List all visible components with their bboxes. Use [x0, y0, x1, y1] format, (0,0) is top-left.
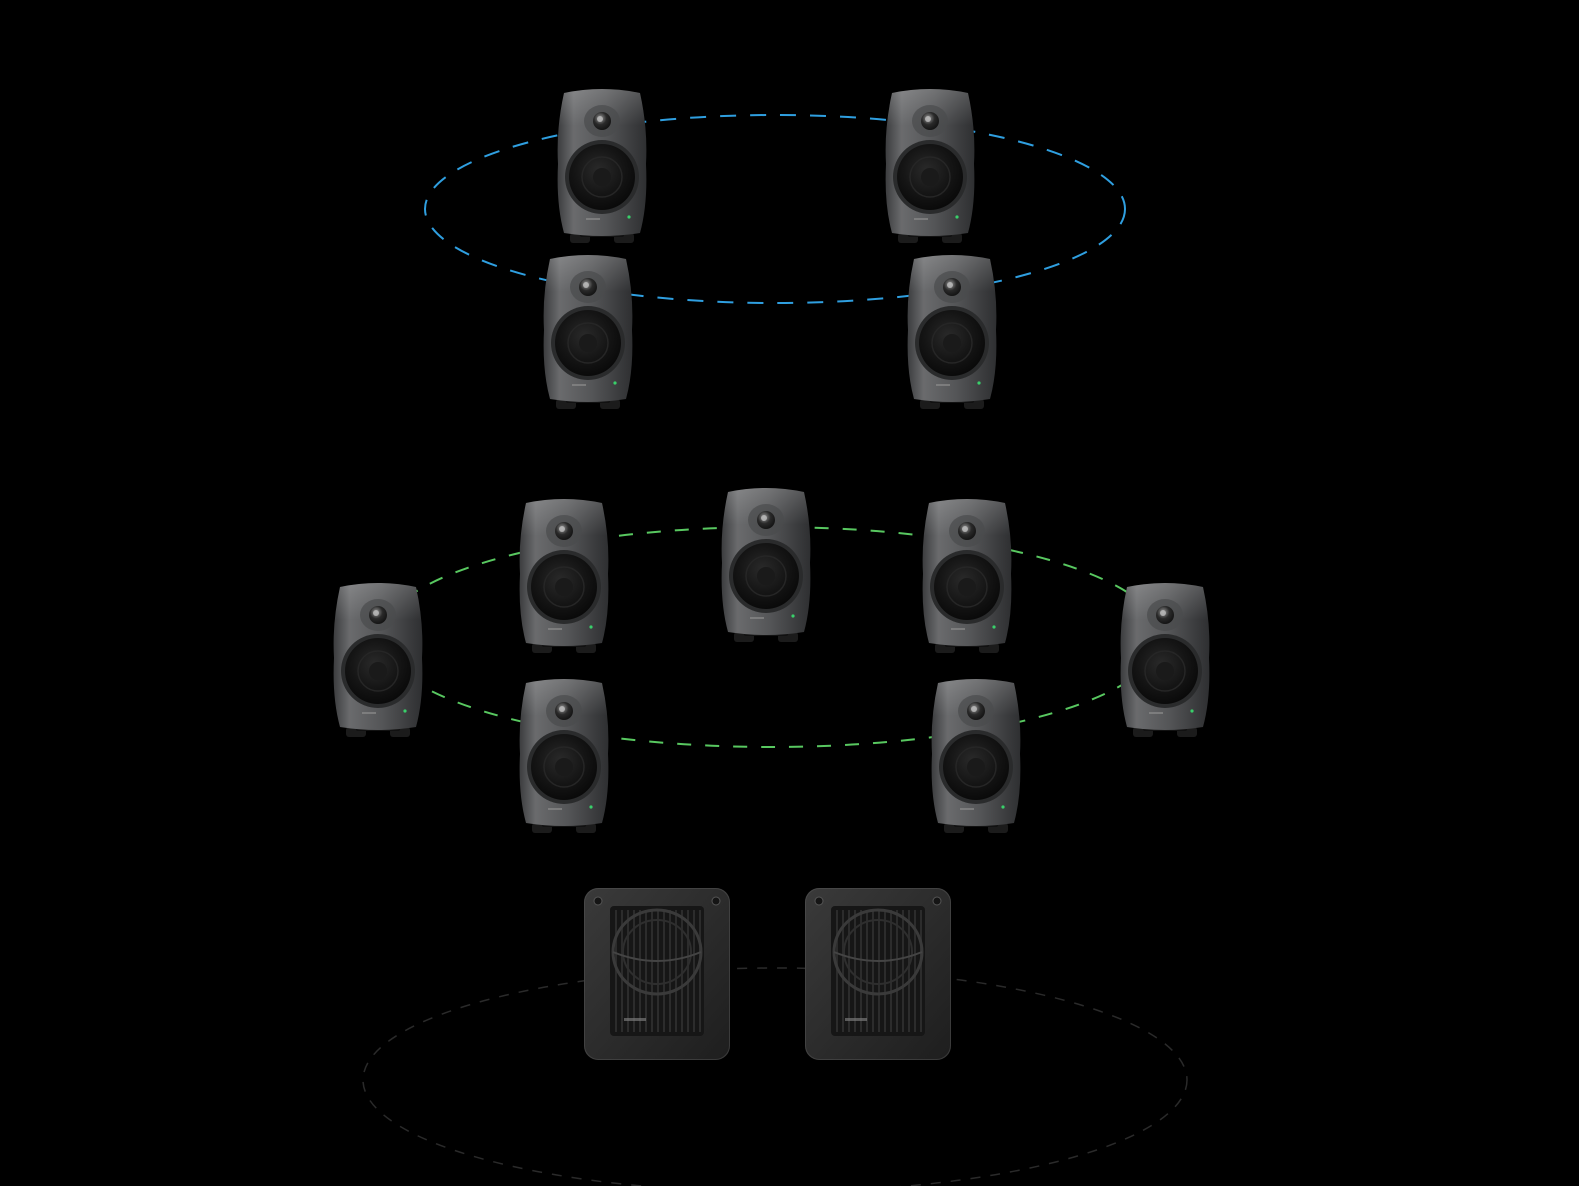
subwoofer-right	[803, 886, 953, 1062]
ear-speaker-rear-left	[518, 678, 610, 834]
ear-speaker-center	[720, 487, 812, 643]
ear-speaker-front-left	[518, 498, 610, 654]
height-layer-ring	[424, 114, 1126, 304]
height-speaker-front-left	[556, 88, 648, 244]
height-speaker-front-right	[884, 88, 976, 244]
ear-speaker-side-left	[332, 582, 424, 738]
height-speaker-rear-right	[906, 254, 998, 410]
subwoofer-left	[582, 886, 732, 1062]
ear-speaker-front-right	[921, 498, 1013, 654]
height-speaker-rear-left	[542, 254, 634, 410]
ear-speaker-side-right	[1119, 582, 1211, 738]
ear-speaker-rear-right	[930, 678, 1022, 834]
subwoofer-layer-ring	[362, 967, 1188, 1186]
